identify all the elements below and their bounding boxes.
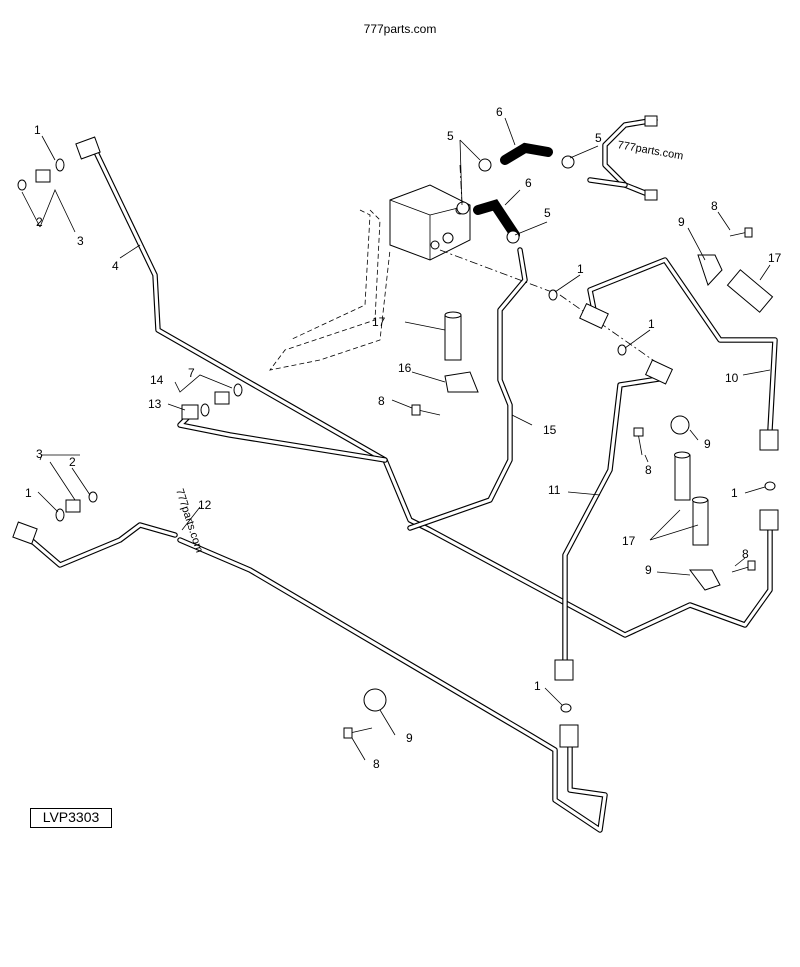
- pipe-10: [587, 257, 778, 433]
- callout-4: 4: [112, 259, 119, 273]
- callout-5: 5: [595, 131, 602, 145]
- callout-12: 12: [198, 498, 212, 512]
- pipe-11: [562, 375, 668, 668]
- hose-top-right: [587, 117, 658, 198]
- callout-2: 2: [69, 455, 76, 469]
- callout-6: 6: [496, 105, 503, 119]
- diagram-code-box: LVP3303: [30, 808, 112, 828]
- callout-1: 1: [534, 679, 541, 693]
- callout-3: 3: [77, 234, 84, 248]
- pipe-14: [177, 412, 388, 463]
- pipe-12-right: [177, 537, 608, 833]
- callout-14: 13: [148, 397, 162, 411]
- callout-6: 6: [525, 176, 532, 190]
- pipe-12-left: [22, 522, 178, 568]
- valve-block: [269, 184, 471, 371]
- sleeves-17: [444, 269, 774, 546]
- callout-1: 1: [731, 486, 738, 500]
- clips-9: [363, 254, 723, 712]
- callout-1: 1: [577, 262, 584, 276]
- hose-6-upper: [500, 142, 553, 165]
- callout-8: 8: [378, 394, 385, 408]
- watermark-top: 777parts.com: [616, 139, 684, 162]
- callout-17: 17: [372, 315, 386, 329]
- callout-7: 7: [188, 366, 195, 380]
- o-rings: [17, 158, 776, 713]
- callout-17: 17: [768, 251, 782, 265]
- callout-1: 1: [648, 317, 655, 331]
- callout-3: 3: [36, 447, 43, 461]
- callout-1: 1: [34, 123, 41, 137]
- bolts-8: [343, 227, 756, 739]
- clamps-5: [456, 155, 575, 244]
- site-header: 777parts.com: [363, 22, 437, 36]
- callout-17: 17: [622, 534, 636, 548]
- callout-11: 11: [548, 483, 561, 497]
- callout-9: 9: [406, 731, 413, 745]
- callout-5: 5: [544, 206, 551, 220]
- leader-lines: [21, 117, 771, 761]
- callout-16: 16: [398, 361, 412, 375]
- pipe-4: [92, 147, 773, 638]
- callout-8: 8: [645, 463, 652, 477]
- callout-2: 2: [36, 215, 43, 229]
- callout-15: 14: [150, 373, 164, 387]
- fittings: [12, 115, 779, 748]
- callout-1: 1: [25, 486, 32, 500]
- callout-9: 9: [704, 437, 711, 451]
- callout-10: 10: [725, 371, 739, 385]
- callout-8: 8: [711, 199, 718, 213]
- hose-6-lower: [473, 199, 520, 240]
- pipe-13: [407, 247, 528, 531]
- callout-labels: 1 2 3 4 5 6 5 6 5 1 1 8 9 17 17 16 8 15 …: [25, 105, 782, 771]
- callout-9: 9: [678, 215, 685, 229]
- callout-8: 8: [373, 757, 380, 771]
- callout-13: 15: [543, 423, 557, 437]
- callout-8: 8: [742, 547, 749, 561]
- callout-5: 5: [447, 129, 454, 143]
- callout-9: 9: [645, 563, 652, 577]
